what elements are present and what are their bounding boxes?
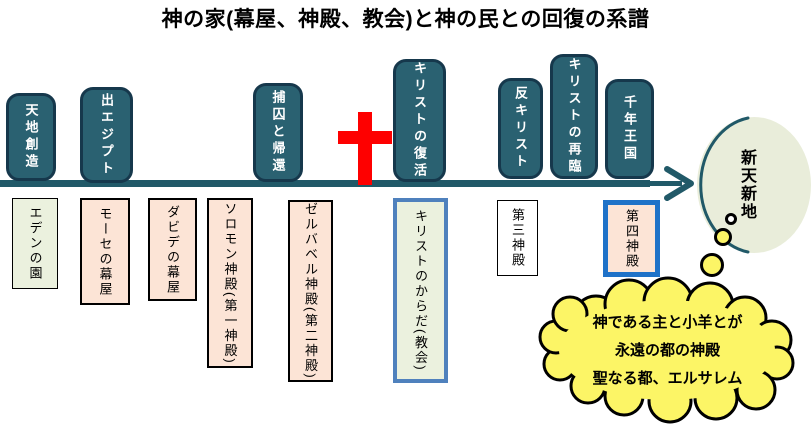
event-creation-label: 天地創造 [23, 103, 39, 171]
event-creation: 天地創造 [6, 93, 56, 181]
thought-dot-small [725, 213, 737, 225]
event-resurrection-label: キリストの復活 [412, 61, 427, 180]
dwelling-third-temple: 第三神殿 [497, 200, 538, 276]
event-millennium: 千年王国 [605, 79, 654, 179]
dwelling-david-tabernacle-label: ダビデの幕屋 [165, 204, 180, 295]
event-captivity-return: 捕囚と帰還 [253, 83, 303, 182]
event-antichrist-label: 反キリスト [513, 86, 528, 171]
cloud-text-line-3: 聖なる都、エルサレム [592, 370, 743, 387]
event-exodus: 出エジプト [80, 87, 133, 183]
thought-dot-large [700, 253, 724, 277]
event-antichrist: 反キリスト [498, 78, 543, 179]
dwelling-third-temple-label: 第三神殿 [510, 208, 525, 268]
dwelling-moses-tabernacle-label: モーセの幕屋 [97, 206, 113, 297]
event-second-coming: キリストの再臨 [550, 54, 598, 179]
dwelling-fourth-temple-label: 第四神殿 [624, 208, 639, 269]
dwelling-body-of-christ: キリストのからだ(教会) [393, 198, 448, 383]
dwelling-zerubbabel-temple: ゼルバベル神殿(第二神殿) [288, 200, 333, 382]
cross-icon-horizontal [338, 131, 392, 144]
dwelling-zerubbabel-temple-label: ゼルバベル神殿(第二神殿) [303, 202, 318, 380]
event-resurrection: キリストの復活 [393, 59, 446, 182]
event-exodus-label: 出エジプト [99, 92, 114, 178]
timeline-bar [0, 180, 650, 187]
terminus-label: 新天新地 [738, 149, 755, 221]
dwelling-moses-tabernacle: モーセの幕屋 [80, 198, 130, 305]
dwelling-david-tabernacle: ダビデの幕屋 [148, 198, 197, 301]
event-millennium-label: 千年王国 [622, 95, 637, 163]
dwelling-solomon-temple-label: ソロモン神殿(第一神殿) [222, 201, 238, 365]
dwelling-solomon-temple: ソロモン神殿(第一神殿) [207, 198, 253, 368]
dwelling-body-of-christ-label: キリストのからだ(教会) [413, 209, 428, 372]
cloud-text-line-1: 神である主と小羊とが [592, 314, 743, 331]
dwelling-eden: エデンの園 [12, 198, 58, 289]
thought-dot-medium [714, 228, 732, 246]
event-second-coming-label: キリストの再臨 [566, 57, 582, 176]
cloud-text-line-2: 永遠の都の神殿 [614, 342, 720, 359]
event-captivity-return-label: 捕囚と帰還 [270, 90, 286, 175]
cross-icon-vertical [358, 112, 372, 185]
dwelling-eden-label: エデンの園 [27, 206, 43, 281]
page-title: 神の家(幕屋、神殿、教会)と神の民との回復の系譜 [161, 8, 650, 31]
dwelling-fourth-temple: 第四神殿 [603, 200, 660, 277]
